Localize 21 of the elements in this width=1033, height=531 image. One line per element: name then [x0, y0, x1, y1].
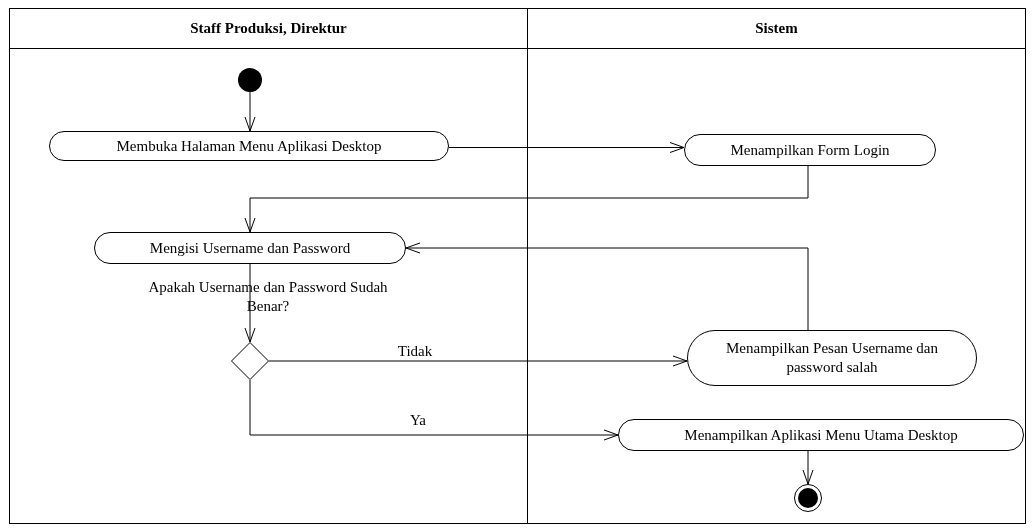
arrow	[405, 242, 809, 331]
activity-box: Membuka Halaman Menu Aplikasi Desktop	[49, 131, 449, 161]
arrow	[448, 142, 685, 153]
swimlane	[527, 8, 1026, 524]
lane-header: Staff Produksi, Direktur	[190, 19, 347, 39]
decision-diamond	[231, 342, 269, 380]
lane-header: Sistem	[755, 19, 798, 39]
arrow	[244, 263, 256, 343]
arrow	[244, 91, 256, 132]
swimlane	[9, 8, 528, 524]
activity-box: Menampilkan Aplikasi Menu Utama Desktop	[618, 419, 1024, 451]
arrow	[802, 450, 814, 485]
arrow	[244, 165, 809, 233]
arrow	[268, 355, 688, 367]
end-node	[794, 484, 822, 512]
arrow	[249, 379, 619, 441]
activity-box: Menampilkan Form Login	[684, 134, 936, 166]
decision-question: Apakah Username dan Password Sudah Benar?	[147, 278, 389, 316]
activity-box: Menampilkan Pesan Username dan password salah	[687, 330, 977, 386]
start-node	[238, 68, 262, 92]
activity-box: Mengisi Username dan Password	[94, 232, 406, 264]
